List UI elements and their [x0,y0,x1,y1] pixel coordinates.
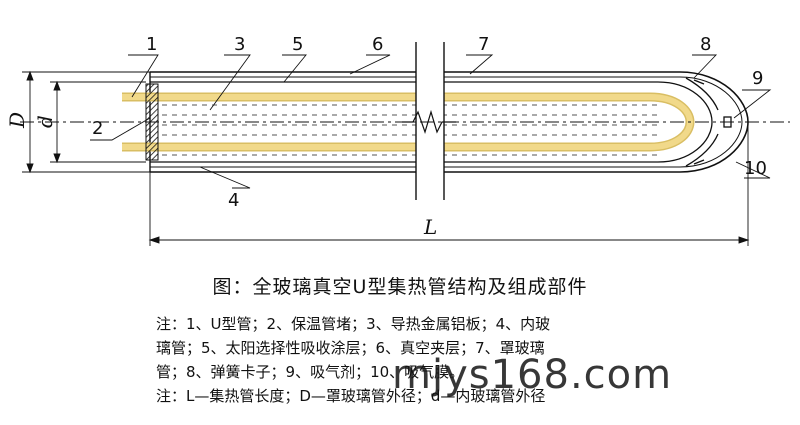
label-6: 6 [372,34,383,55]
u-tube-collector-diagram: 1 2 3 4 5 6 7 8 9 10 D d L [5,34,790,246]
note-line-3: 管；8、弹簧卡子；9、吸气剂；10、吸气膜。 [156,363,465,381]
label-8: 8 [700,34,711,55]
inner-glass-tube [150,81,713,163]
note-line-4: 注：L—集热管长度；D—罩玻璃管外径；d—内玻璃管外径 [156,387,546,405]
note-line-2: 璃管；5、太阳选择性吸收涂层；6、真空夹层；7、罩玻璃 [156,339,545,357]
dimension-d: d [33,115,57,128]
label-9: 9 [752,68,763,89]
label-5: 5 [292,34,303,55]
label-2: 2 [92,118,103,139]
label-7: 7 [478,34,489,55]
label-10: 10 [744,158,767,179]
dimension-D: D [5,112,29,129]
spring-clip [685,77,719,167]
label-1: 1 [146,34,157,55]
dimension-lines [22,70,750,246]
dimension-L: L [423,215,437,239]
figure-caption: 图：全玻璃真空U型集热管结构及组成部件 [212,276,588,298]
label-3: 3 [234,34,245,55]
watermark: mjys168.com [392,352,673,398]
note-line-1: 注：1、U型管；2、保温管堵；3、导热金属铝板；4、内玻 [156,315,551,333]
notes: 注：1、U型管；2、保温管堵；3、导热金属铝板；4、内玻 璃管；5、太阳选择性吸… [156,312,716,408]
label-4: 4 [228,190,239,211]
leader-lines [90,54,772,189]
